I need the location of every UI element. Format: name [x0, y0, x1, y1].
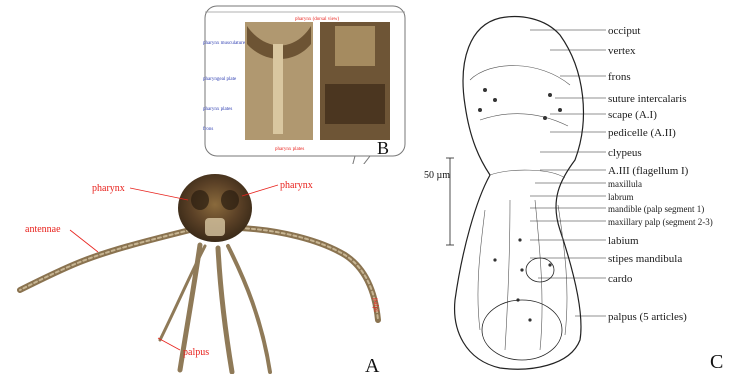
panel-b-blue-label-4: frons — [203, 127, 213, 132]
panel-b-blue-label-2: pharyngeal plate — [203, 77, 237, 82]
label-stipes: stipes mandibula — [608, 253, 682, 265]
palpi — [160, 245, 270, 372]
label-antennae: antennae — [25, 224, 61, 235]
label-palpus: palpus — [183, 347, 209, 358]
panel-b-blue-label-1: pharynx musculature — [203, 41, 246, 46]
panel-b-top-label: pharynx (dorsal view) — [295, 17, 339, 22]
label-pharynx-right: pharynx — [280, 180, 313, 191]
panel-b-illustration: pharynx (dorsal view) pharynx musculatur… — [185, 4, 410, 164]
label-palpi-right: palpi — [372, 298, 380, 312]
panel-c: 50 µm occiput vertex frons suture int — [410, 0, 750, 374]
label-clypeus: clypeus — [608, 147, 642, 159]
panel-a-letter: A — [365, 355, 380, 374]
antenna-right — [240, 228, 378, 320]
label-cardo: cardo — [608, 273, 633, 285]
scale-bar-label: 50 µm — [424, 170, 450, 181]
panel-c-illustration: 50 µm occiput vertex frons suture int — [410, 0, 750, 374]
label-maxillary-palp: maxillary palp (segment 2-3) — [608, 217, 713, 227]
panel-c-letter: C — [710, 351, 723, 373]
panel-b-blue-label-3: pharynx plates — [203, 107, 232, 112]
label-vertex: vertex — [608, 45, 636, 57]
antenna-left — [20, 230, 190, 290]
label-pedicelle: pedicelle (A.II) — [608, 127, 676, 139]
label-labium: labium — [608, 235, 639, 247]
label-flagellum: A.III (flagellum I) — [608, 165, 689, 177]
drawing-head-outline — [455, 17, 584, 370]
panel-b-bottom-label: pharynx plates — [275, 147, 304, 152]
label-suture: suture intercalaris — [608, 93, 687, 105]
label-mandible: mandible (palp segment 1) — [608, 204, 704, 214]
panel-b: pharynx (dorsal view) pharynx musculatur… — [185, 4, 410, 164]
panel-b-letter: B — [377, 138, 389, 158]
label-frons: frons — [608, 71, 631, 83]
label-scape: scape (A.I) — [608, 109, 657, 121]
label-labrum: labrum — [608, 192, 634, 202]
label-maxillula: maxillula — [608, 179, 642, 189]
label-occiput: occiput — [608, 25, 640, 37]
label-palpus-articles: palpus (5 articles) — [608, 311, 687, 323]
label-pharynx-left: pharynx — [92, 183, 125, 194]
